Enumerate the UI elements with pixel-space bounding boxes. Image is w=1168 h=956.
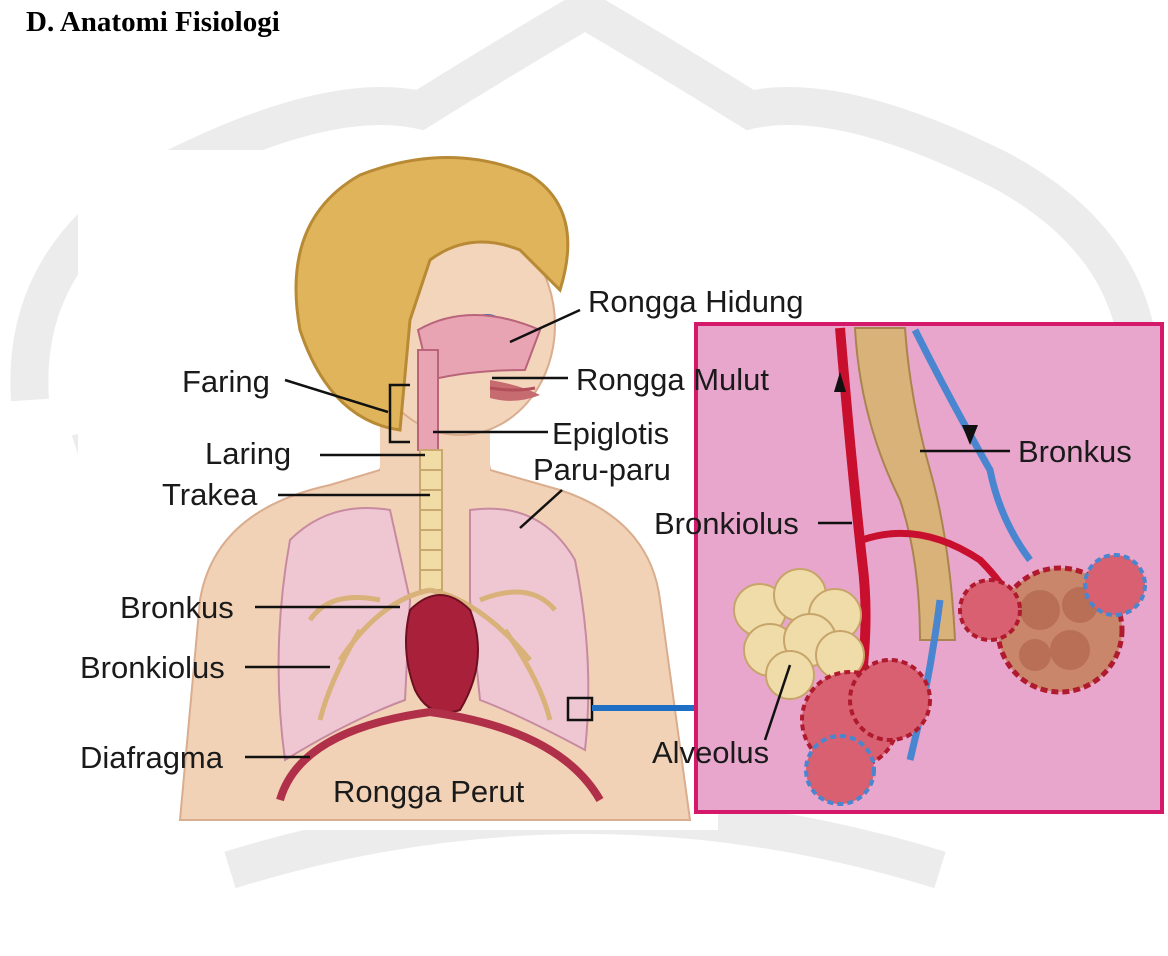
label-diafragma: Diafragma bbox=[80, 740, 224, 775]
label-laring: Laring bbox=[205, 436, 291, 471]
label-rongga-hidung: Rongga Hidung bbox=[588, 284, 803, 319]
label-faring: Faring bbox=[182, 364, 270, 399]
label-bronkiolus-right: Bronkiolus bbox=[654, 506, 799, 541]
label-bronkus-left: Bronkus bbox=[120, 590, 234, 625]
label-paru-paru: Paru-paru bbox=[533, 452, 671, 487]
label-bronkus-right: Bronkus bbox=[1018, 434, 1132, 469]
pharynx bbox=[418, 350, 438, 450]
label-alveolus: Alveolus bbox=[652, 735, 769, 770]
heart bbox=[406, 595, 478, 713]
label-epiglotis: Epiglotis bbox=[552, 416, 669, 451]
label-rongga-mulut: Rongga Mulut bbox=[576, 362, 769, 397]
label-bronkiolus-left: Bronkiolus bbox=[80, 650, 225, 685]
label-rongga-perut: Rongga Perut bbox=[333, 774, 525, 809]
label-trakea: Trakea bbox=[162, 477, 258, 512]
